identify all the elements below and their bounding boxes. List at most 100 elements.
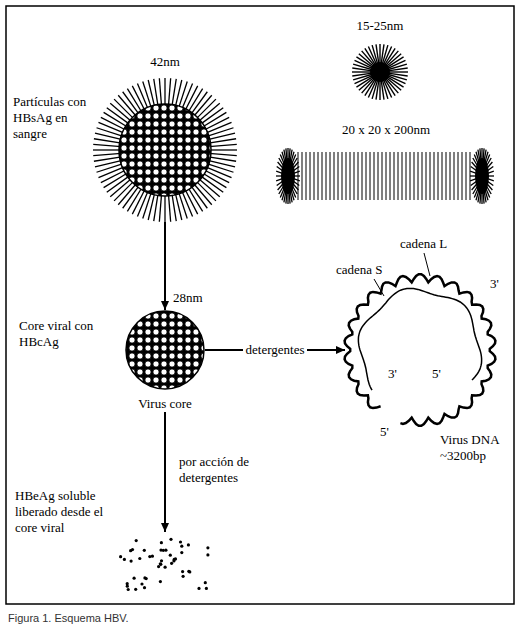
node-label: 28nm [173, 290, 213, 306]
connector-arrow [164, 222, 166, 310]
core-body [126, 311, 204, 389]
filament-stroke [374, 152, 375, 200]
antigen-dot [179, 540, 182, 543]
antigen-dot [169, 554, 172, 557]
filament-stroke [402, 152, 403, 200]
filament-stroke [390, 152, 391, 200]
antigen-dot [205, 587, 208, 590]
spike [208, 157, 236, 161]
particle-body [370, 62, 390, 82]
antigen-dot [135, 539, 138, 542]
antigen-dot [206, 553, 209, 556]
spike [206, 122, 232, 133]
filament-stroke [414, 152, 415, 200]
antigen-dot [148, 555, 151, 558]
filament-stroke [398, 152, 399, 200]
antigen-dot [160, 541, 163, 544]
filament-stroke [426, 152, 427, 200]
antigen-dot [127, 588, 130, 591]
filament-end [475, 158, 489, 194]
antigen-dot [160, 559, 163, 562]
filament-stroke [466, 152, 467, 200]
antigen-dot [169, 538, 172, 541]
filament-stroke [354, 152, 355, 200]
filament-end [281, 158, 295, 194]
spike [168, 194, 170, 222]
filament-stroke [366, 152, 367, 200]
filament-stroke [446, 152, 447, 200]
spike [164, 78, 165, 106]
node-label: Core viral con HBcAg [19, 318, 103, 350]
spike [381, 80, 384, 100]
spike [164, 194, 165, 222]
hbsag-sphere: 15-25nm [350, 42, 410, 102]
spike [159, 78, 161, 106]
antigen-dot [187, 570, 190, 573]
node-label: 20 x 20 x 200nm [311, 122, 461, 138]
spike [94, 157, 122, 161]
node-label: 15-25nm [340, 18, 420, 34]
antigen-dot [140, 582, 143, 585]
spike [352, 71, 372, 72]
hbsag-filament: 20 x 20 x 200nm [275, 148, 497, 204]
filament-stroke [314, 152, 315, 200]
antigen-dot [180, 551, 183, 554]
antigen-dot [181, 570, 184, 573]
filament-stroke [422, 152, 423, 200]
viral-core: 28nmCore viral con HBcAgVirus core [125, 310, 205, 412]
antigen-dot [188, 570, 191, 573]
filament-stroke [378, 152, 379, 200]
dna-strand-l [345, 274, 496, 426]
filament-stroke [342, 152, 343, 200]
spike [209, 144, 237, 146]
frame [6, 6, 514, 604]
antigen-dot [172, 559, 175, 562]
filament-stroke [430, 152, 431, 200]
filament-stroke [318, 152, 319, 200]
filament-stroke [382, 152, 383, 200]
filament-stroke [462, 152, 463, 200]
node-label: Partículas con HBsAg en sangre [13, 94, 87, 142]
spike [388, 71, 408, 72]
filament-stroke [330, 152, 331, 200]
spike [182, 191, 193, 217]
node-label: 42nm [115, 54, 215, 70]
filament-stroke [454, 152, 455, 200]
spike [93, 144, 121, 146]
filament-stroke [406, 152, 407, 200]
antigen-dot [133, 577, 136, 580]
filament-stroke [338, 152, 339, 200]
particle-body [119, 104, 211, 196]
connector-arrow [164, 412, 166, 532]
filament-stroke [450, 152, 451, 200]
filament-stroke [362, 152, 363, 200]
antigen-dot [187, 543, 190, 546]
hbeag-soluble: HBeAg soluble liberado desde el core vir… [115, 532, 215, 592]
antigen-dot [162, 549, 165, 552]
spike [208, 133, 235, 140]
antigen-dot [157, 565, 160, 568]
antigen-dot [143, 586, 146, 589]
edge-label: por acción de detergentes [179, 454, 279, 486]
spike [352, 73, 372, 76]
filament-stroke [418, 152, 419, 200]
spike [95, 160, 122, 167]
spike [175, 193, 182, 220]
antigen-dot [182, 575, 185, 578]
antigen-dot [123, 558, 126, 561]
filament-stroke [386, 152, 387, 200]
node-label: Virus DNA ~3200bp [440, 432, 512, 464]
antigen-dot [159, 580, 162, 583]
spike [94, 139, 122, 143]
spike [97, 128, 124, 137]
filament-stroke [322, 152, 323, 200]
filament-stroke [394, 152, 395, 200]
filament-stroke [434, 152, 435, 200]
hbsag-particle: 42nmPartículas con HBsAg en sangre [93, 78, 237, 222]
strand-label: cadena L [400, 236, 447, 252]
leader-line [424, 253, 430, 276]
end-label: 3' [490, 276, 499, 292]
filament-stroke [410, 152, 411, 200]
end-label: 5' [380, 424, 389, 440]
